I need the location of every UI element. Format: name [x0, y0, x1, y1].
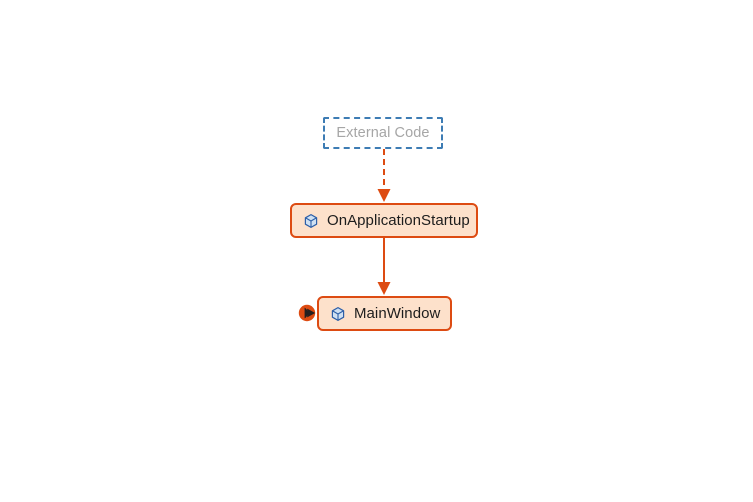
node-mainwindow-label: MainWindow: [354, 305, 441, 322]
edge-external-to-startup-arrowhead: [377, 189, 391, 202]
node-onapplicationstartup[interactable]: OnApplicationStartup: [290, 203, 478, 238]
hexagon-method-icon: [331, 306, 345, 321]
hexagon-method-icon: [304, 213, 318, 228]
edge-startup-to-mainwindow: [377, 238, 391, 295]
current-stack-frame-icon[interactable]: [298, 303, 318, 323]
edge-external-to-startup: [377, 149, 391, 202]
node-onapplicationstartup-label: OnApplicationStartup: [327, 212, 470, 229]
edge-startup-to-mainwindow-arrowhead: [377, 282, 391, 295]
node-external-code[interactable]: External Code: [323, 117, 443, 149]
node-external-code-label: External Code: [336, 125, 430, 141]
node-mainwindow[interactable]: MainWindow: [317, 296, 452, 331]
